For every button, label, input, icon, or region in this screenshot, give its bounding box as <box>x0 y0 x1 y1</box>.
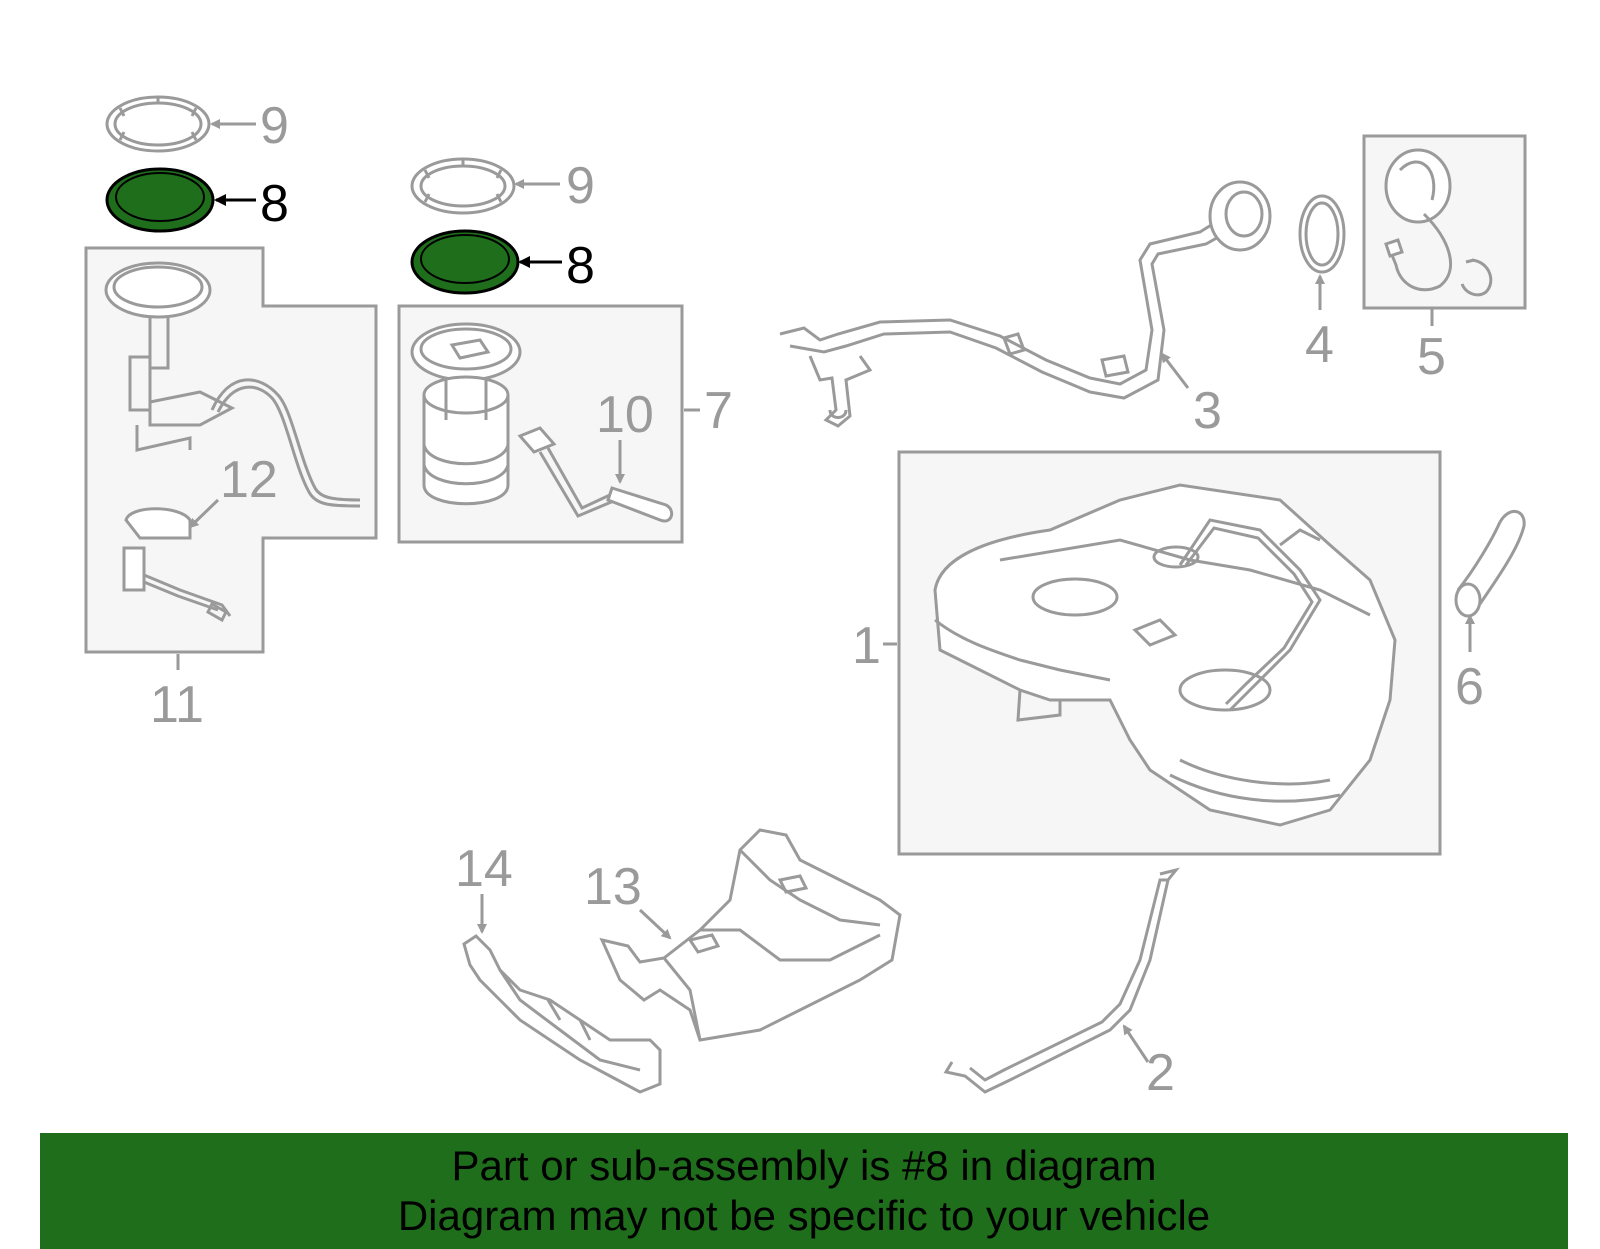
callout-7: 7 <box>704 382 733 440</box>
gasket-4-drawing <box>1298 194 1346 274</box>
box-11-sender-assembly <box>84 246 378 654</box>
banner-line-disclaimer: Diagram may not be specific to your vehi… <box>397 1192 1211 1239</box>
banner-line-part-number: Part or sub-assembly is #8 in diagram <box>451 1142 1157 1189</box>
callout-10: 10 <box>596 386 654 444</box>
fuel-cap-drawing <box>1384 148 1493 297</box>
leader-13 <box>638 908 672 940</box>
callout-1: 1 <box>852 617 881 675</box>
callout-14: 14 <box>455 840 513 898</box>
callout-4: 4 <box>1305 316 1334 374</box>
seal-8-middle-highlighted <box>410 229 520 295</box>
heat-shield-13-drawing <box>599 828 902 1042</box>
callout-3: 3 <box>1193 382 1222 440</box>
lock-ring-9-middle <box>410 157 516 215</box>
leader-2 <box>1122 1024 1150 1063</box>
lock-ring-9-left <box>105 95 211 153</box>
leader-12 <box>188 498 220 529</box>
leader-3 <box>1160 352 1190 389</box>
fuel-level-sensor-12-drawing <box>122 507 232 623</box>
callout-9-middle: 9 <box>566 157 595 215</box>
filler-pipe-3-drawing <box>779 180 1272 428</box>
callout-11: 11 <box>150 676 204 734</box>
tank-strap-2-drawing <box>943 867 1180 1094</box>
fuel-pump-module-drawing <box>410 322 674 523</box>
callout-12: 12 <box>220 451 278 509</box>
callout-9-left: 9 <box>260 97 289 155</box>
fuel-tank-drawing <box>933 483 1397 827</box>
heat-shield-14-drawing <box>462 934 662 1094</box>
callout-8-left: 8 <box>260 175 289 233</box>
hose-6-drawing <box>1454 510 1526 618</box>
seal-8-left-highlighted <box>105 167 215 233</box>
info-banner: Part or sub-assembly is #8 in diagram Di… <box>40 1133 1568 1249</box>
callout-5: 5 <box>1417 328 1446 386</box>
callout-2: 2 <box>1146 1044 1175 1102</box>
callout-13: 13 <box>584 858 642 916</box>
sender-unit-drawing <box>104 261 361 508</box>
callout-6: 6 <box>1455 658 1484 716</box>
callout-8-middle: 8 <box>566 237 595 295</box>
